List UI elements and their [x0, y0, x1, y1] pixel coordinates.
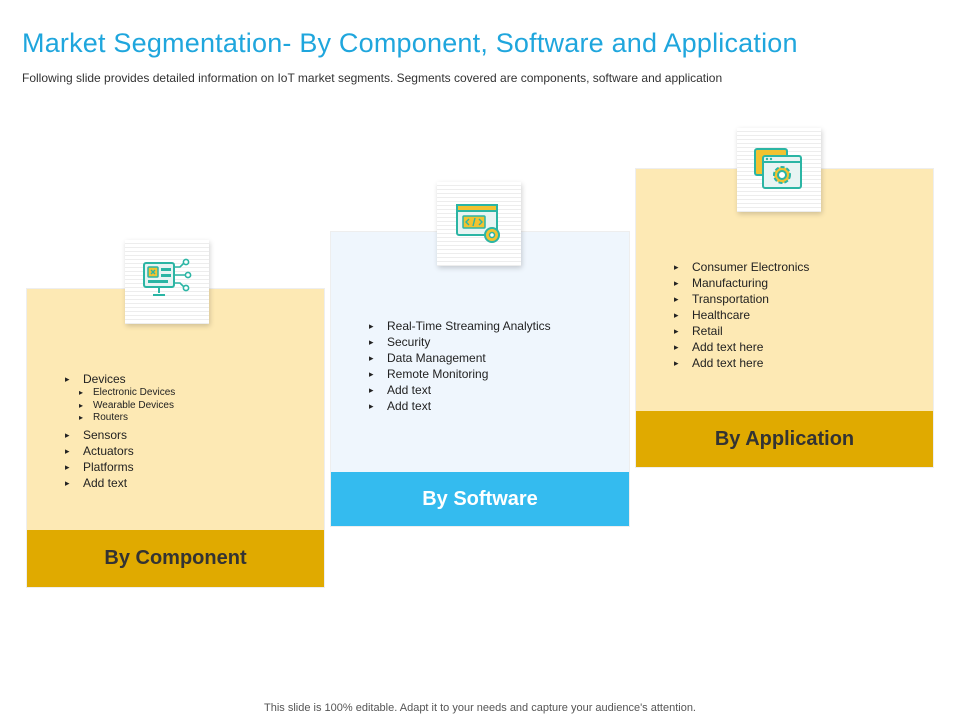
list-item: Real-Time Streaming Analytics [369, 318, 551, 334]
list-item: Data Management [369, 350, 551, 366]
list-item: Add text here [674, 339, 809, 355]
list-item: Add text [369, 382, 551, 398]
list-item: Actuators [65, 443, 161, 459]
monitor-network-icon [143, 258, 192, 296]
list-item: Manufacturing [674, 275, 809, 291]
list-item: Transportation [674, 291, 809, 307]
list-item: Add text [65, 475, 161, 491]
software-panel-body: Real-Time Streaming Analytics Security D… [331, 232, 629, 472]
list-item: Remote Monitoring [369, 366, 551, 382]
browser-gear-icon [754, 148, 802, 189]
sub-list-item: Wearable Devices [79, 400, 175, 413]
list-item: Devices [65, 371, 161, 387]
application-icon-card [737, 128, 821, 212]
devices-sublist: Electronic Devices Wearable Devices Rout… [79, 387, 175, 425]
list-item: Security [369, 334, 551, 350]
list-item: Healthcare [674, 307, 809, 323]
component-panel: Devices Electronic Devices Wearable Devi… [27, 289, 324, 587]
code-window-gear-icon [456, 204, 500, 243]
component-panel-body: Devices Electronic Devices Wearable Devi… [27, 289, 324, 530]
application-panel: Consumer Electronics Manufacturing Trans… [636, 169, 933, 467]
software-icon-card [437, 182, 521, 266]
footnote: This slide is 100% editable. Adapt it to… [264, 702, 696, 714]
component-heading: By Component [27, 530, 324, 587]
component-icon-card [125, 240, 209, 324]
software-panel: Real-Time Streaming Analytics Security D… [331, 232, 629, 526]
sub-list-item: Routers [79, 412, 175, 425]
application-heading: By Application [636, 411, 933, 467]
list-item: Add text here [674, 355, 809, 371]
list-item: Retail [674, 323, 809, 339]
page-title: Market Segmentation- By Component, Softw… [22, 28, 798, 58]
list-item: Consumer Electronics [674, 259, 809, 275]
software-heading: By Software [331, 472, 629, 526]
page-subtitle: Following slide provides detailed inform… [22, 71, 723, 85]
component-list: Devices Electronic Devices Wearable Devi… [65, 371, 175, 491]
sub-list-item: Electronic Devices [79, 387, 175, 400]
software-list: Real-Time Streaming Analytics Security D… [369, 318, 551, 414]
application-list: Consumer Electronics Manufacturing Trans… [674, 259, 809, 371]
list-item: Add text [369, 398, 551, 414]
list-item: Sensors [65, 427, 161, 443]
list-item: Platforms [65, 459, 161, 475]
